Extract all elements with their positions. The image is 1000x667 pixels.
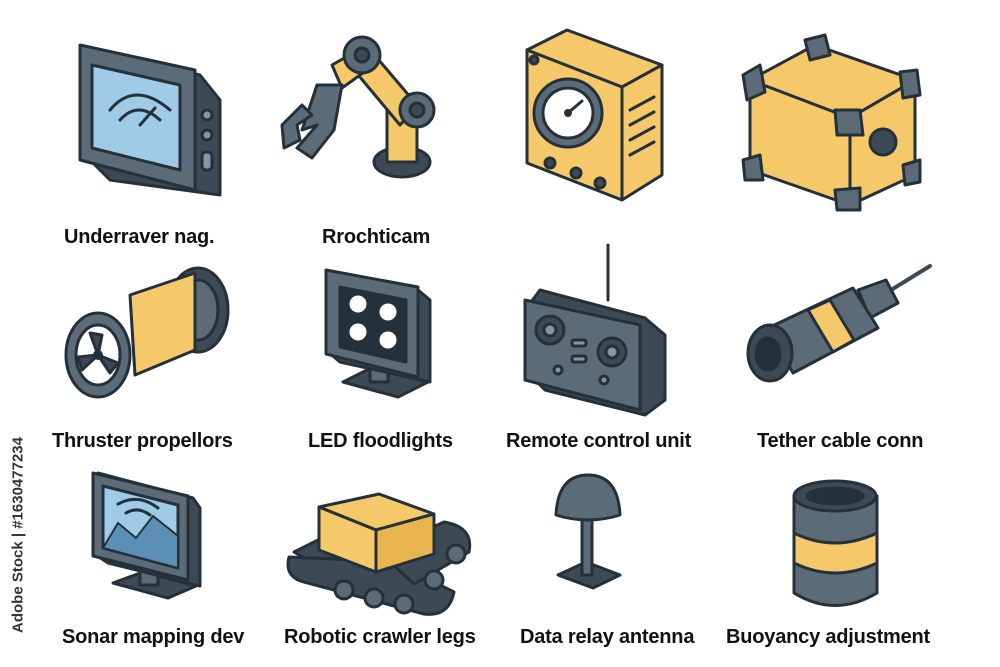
remote-controller-icon xyxy=(520,240,670,417)
navigation-display-icon xyxy=(70,30,230,200)
label-led-floodlights: LED floodlights xyxy=(308,430,453,452)
equipment-crate-icon xyxy=(735,30,925,212)
label-underwater-nav: Underraver nag. xyxy=(64,226,215,248)
sonar-monitor-icon xyxy=(88,468,203,606)
buoyancy-cylinder-icon xyxy=(788,478,883,613)
label-thruster-propellors: Thruster propellors xyxy=(52,430,233,452)
antenna-icon xyxy=(548,470,628,600)
tether-connector-icon xyxy=(738,258,938,393)
label-remote-control-unit: Remote control unit xyxy=(506,430,692,452)
label-robotic-crawler-legs: Robotic crawler legs xyxy=(284,626,476,648)
label-tether-cable-conn: Tether cable conn xyxy=(757,430,924,452)
label-robotic-arm: Rrochticam xyxy=(322,226,431,248)
crawler-tracks-icon xyxy=(284,492,479,617)
stock-id-text: Adobe Stock | #1630477234 xyxy=(9,437,27,633)
label-data-relay-antenna: Data relay antenna xyxy=(520,626,695,648)
label-sonar-mapping-dev: Sonar mapping dev xyxy=(62,626,245,648)
thruster-icon xyxy=(60,255,235,405)
pressure-gauge-box-icon xyxy=(512,25,672,205)
led-floodlight-icon xyxy=(318,262,438,412)
robotic-arm-icon xyxy=(272,30,447,190)
label-buoyancy-adjustment: Buoyancy adjustment xyxy=(726,626,931,648)
